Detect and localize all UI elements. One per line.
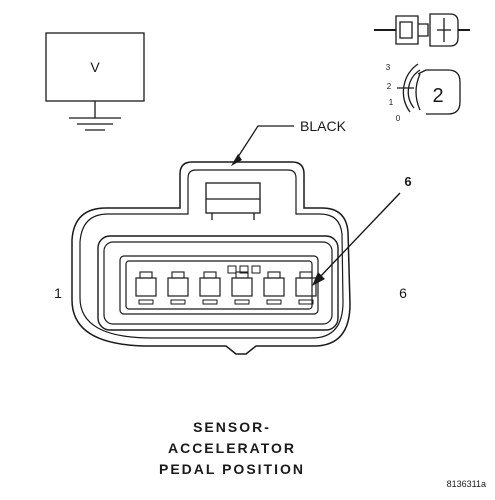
connector-housing	[71, 161, 351, 355]
cavity-tab	[139, 271, 153, 279]
cavity-tab	[171, 271, 185, 279]
position-0: 0	[396, 114, 401, 123]
pin-cavity-3	[199, 271, 221, 305]
locking-latch	[205, 182, 261, 220]
pin-cavity-2	[167, 271, 189, 305]
pin-cavities	[135, 265, 317, 305]
cavity-key	[202, 299, 218, 305]
pin-cavity-4	[231, 271, 253, 305]
pin-cavity-1	[135, 271, 157, 305]
wire-color-label: BLACK	[300, 118, 347, 134]
cavity-outer	[231, 277, 253, 297]
cavity-outer	[199, 277, 221, 297]
diagram-title: SENSOR- ACCELERATOR PEDAL POSITION	[159, 419, 305, 477]
cavity-tab	[203, 271, 217, 279]
cavity-tab	[235, 271, 249, 279]
figure-code: 8136311a	[447, 479, 486, 489]
locator-window-2	[239, 265, 249, 274]
cavity-outer	[295, 277, 317, 297]
title-line-1: SENSOR-	[193, 419, 271, 435]
position-1: 1	[389, 98, 394, 107]
position-2: 2	[387, 82, 392, 91]
arrowhead-icon	[231, 154, 242, 166]
cavity-key	[170, 299, 186, 305]
position-3: 3	[386, 63, 391, 72]
pin-label-1: 1	[54, 285, 62, 301]
cavity-key	[298, 299, 314, 305]
pin-cavity-6	[295, 271, 317, 305]
position-selected: 2	[432, 85, 443, 107]
voltmeter-label: V	[90, 59, 100, 75]
cavity-tab	[267, 271, 281, 279]
locator-window-3	[251, 265, 261, 274]
title-line-3: PEDAL POSITION	[159, 461, 305, 477]
voltmeter: V	[45, 32, 145, 131]
cavity-outer	[263, 277, 285, 297]
cavity-tab	[299, 271, 313, 279]
cavity-key	[266, 299, 282, 305]
wire-color-callout: BLACK	[231, 118, 347, 166]
position-dial-icon: 3 2 1 0 2	[386, 63, 461, 123]
ground-symbol-icon	[69, 101, 121, 131]
cavity-outer	[167, 277, 189, 297]
cavity-outer	[135, 277, 157, 297]
probe-terminal-icon	[374, 13, 470, 47]
cavity-key	[138, 299, 154, 305]
pin-6-callout: 6	[312, 174, 412, 286]
title-line-2: ACCELERATOR	[168, 440, 296, 456]
pin-cavity-5	[263, 271, 285, 305]
locator-window-1	[227, 265, 237, 274]
pin-callout-number: 6	[404, 174, 411, 189]
cavity-key	[234, 299, 250, 305]
arrowhead-icon	[312, 272, 325, 286]
pin-label-6: 6	[399, 285, 407, 301]
